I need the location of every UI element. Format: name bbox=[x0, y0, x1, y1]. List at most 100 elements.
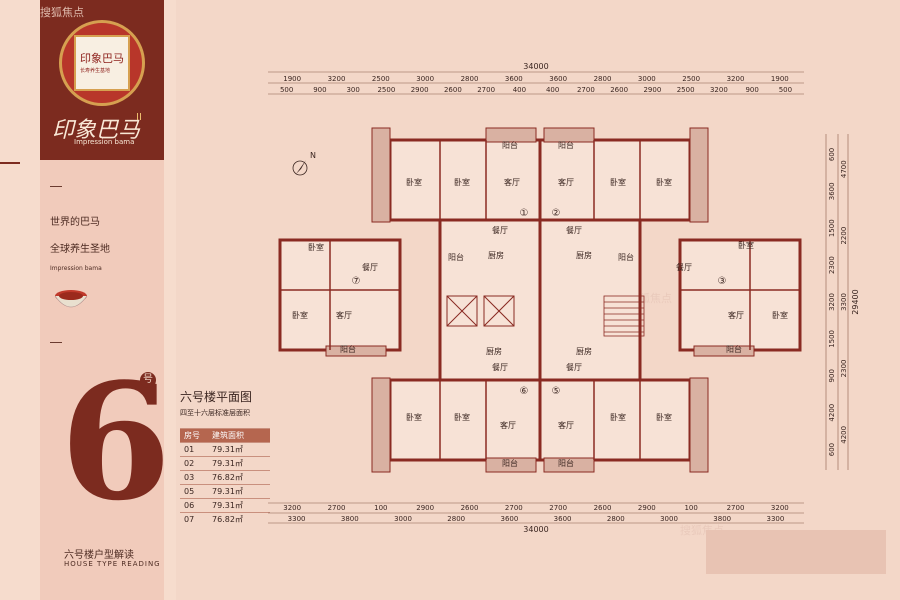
partitions bbox=[280, 140, 800, 460]
room-label: 厨房 bbox=[576, 250, 592, 260]
dimension-value: 3600 bbox=[549, 75, 567, 83]
brand-numeral: II bbox=[136, 112, 142, 123]
brand-name-en: Impression bama bbox=[74, 138, 135, 146]
left-rule bbox=[0, 162, 20, 164]
page-caption: 六号楼户型解读 bbox=[64, 550, 134, 561]
room-label: 卧室 bbox=[308, 242, 324, 252]
dimension-value: 2700 bbox=[549, 504, 567, 512]
room-label: 餐厅 bbox=[492, 363, 508, 372]
room-label: 卧室 bbox=[738, 240, 754, 250]
dimension-value: 2600 bbox=[610, 86, 628, 94]
seal-inner: 印象巴马 长寿养生基地 bbox=[74, 35, 130, 91]
dimension-value: 2800 bbox=[461, 75, 479, 83]
blurred-logo bbox=[706, 530, 886, 574]
dimension-value: 1500 bbox=[828, 219, 836, 237]
dimension-value: 3600 bbox=[828, 182, 836, 200]
room-label: 卧室 bbox=[610, 177, 626, 187]
dimension-value: 4200 bbox=[828, 404, 836, 422]
room-label: 阳台 bbox=[558, 140, 574, 150]
room-label: 客厅 bbox=[500, 420, 516, 430]
dimension-value: 2500 bbox=[377, 86, 395, 94]
tagline-1: 世界的巴马 bbox=[50, 217, 100, 228]
dimension-value: 900 bbox=[828, 369, 836, 382]
dimension-value: 3600 bbox=[505, 75, 523, 83]
dimension-value: 3200 bbox=[710, 86, 728, 94]
dimension-value: 1900 bbox=[283, 75, 301, 83]
dimension-value: 2500 bbox=[372, 75, 390, 83]
room-label: 厨房 bbox=[486, 346, 502, 356]
room-label: 餐厅 bbox=[566, 363, 582, 372]
room-label: 卧室 bbox=[772, 310, 788, 320]
divider bbox=[50, 186, 62, 187]
dimension-value: 3200 bbox=[283, 504, 301, 512]
room-label: 阳台 bbox=[726, 344, 742, 354]
room-label: 阳台 bbox=[340, 344, 356, 354]
divider bbox=[50, 342, 62, 343]
room-label: 客厅 bbox=[504, 177, 520, 187]
dimension-value: 600 bbox=[828, 148, 836, 161]
dimension-value: 3000 bbox=[638, 75, 656, 83]
dimension-value: 3200 bbox=[328, 75, 346, 83]
dimension-value: 2900 bbox=[411, 86, 429, 94]
dimension-value: 4700 bbox=[840, 160, 848, 178]
dimension-value: 2600 bbox=[461, 504, 479, 512]
dimension-value: 300 bbox=[346, 86, 359, 94]
dimension-value: 1900 bbox=[771, 75, 789, 83]
elevator-icon bbox=[446, 295, 515, 327]
room-label: 阳台 bbox=[502, 458, 518, 468]
dimension-value: 2500 bbox=[682, 75, 700, 83]
north-compass-icon: N bbox=[292, 151, 316, 176]
dimension-value: 2800 bbox=[447, 515, 465, 523]
room-no: 06 bbox=[180, 498, 208, 513]
plan-title: 六号楼平面图 bbox=[180, 390, 253, 404]
room-no: 01 bbox=[180, 442, 208, 457]
room-area: 79.31㎡ bbox=[208, 484, 270, 499]
tagline-en: Impression bama bbox=[50, 265, 102, 272]
building-number: 6 bbox=[60, 348, 172, 536]
dimension-value: 900 bbox=[313, 86, 326, 94]
table-header-no: 房号 bbox=[180, 428, 208, 443]
dimension-value: 2600 bbox=[594, 504, 612, 512]
room-label: 厨房 bbox=[576, 346, 592, 356]
watermark: 搜狐焦点 bbox=[40, 6, 84, 19]
dimension-value: 3200 bbox=[727, 75, 745, 83]
room-label: 餐厅 bbox=[676, 263, 692, 272]
dimension-value: 3200 bbox=[771, 504, 789, 512]
room-label: 阳台 bbox=[558, 458, 574, 468]
north-label: N bbox=[310, 151, 316, 160]
room-no: 03 bbox=[180, 470, 208, 485]
dimension-value: 3600 bbox=[500, 515, 518, 523]
room-label: 厨房 bbox=[488, 250, 504, 260]
room-no: 05 bbox=[180, 484, 208, 499]
dimension-value: 2900 bbox=[643, 86, 661, 94]
page-caption-en: HOUSE TYPE READING bbox=[64, 560, 161, 568]
dimension-value: 3300 bbox=[766, 515, 784, 523]
unit-number: ⑥ bbox=[520, 386, 529, 397]
room-label: 卧室 bbox=[656, 177, 672, 187]
sidebar: 印象巴马 长寿养生基地 印象巴马 II Impression bama 世界的巴… bbox=[0, 0, 176, 600]
seal-text: 印象巴马 bbox=[80, 51, 124, 65]
brand-panel: 印象巴马 长寿养生基地 印象巴马 II Impression bama bbox=[40, 0, 164, 160]
dimension-value: 100 bbox=[374, 504, 387, 512]
room-no: 07 bbox=[180, 512, 208, 526]
number-suffix: 号 bbox=[140, 372, 156, 388]
unit-numbers: ① ② ③ ⑤ ⑥ ⑦ bbox=[352, 208, 727, 397]
room-no: 02 bbox=[180, 456, 208, 471]
balconies bbox=[325, 127, 755, 473]
dimension-value: 2900 bbox=[638, 504, 656, 512]
room-label: 客厅 bbox=[336, 310, 352, 320]
bowl-icon bbox=[54, 290, 88, 308]
room-label: 卧室 bbox=[406, 412, 422, 422]
building-walls bbox=[278, 138, 802, 462]
table-header-row: 房号 建筑面积 bbox=[180, 428, 270, 443]
dimension-value: 1500 bbox=[828, 330, 836, 348]
room-label: 餐厅 bbox=[362, 263, 378, 272]
brand-name: 印象巴马 bbox=[52, 118, 141, 143]
